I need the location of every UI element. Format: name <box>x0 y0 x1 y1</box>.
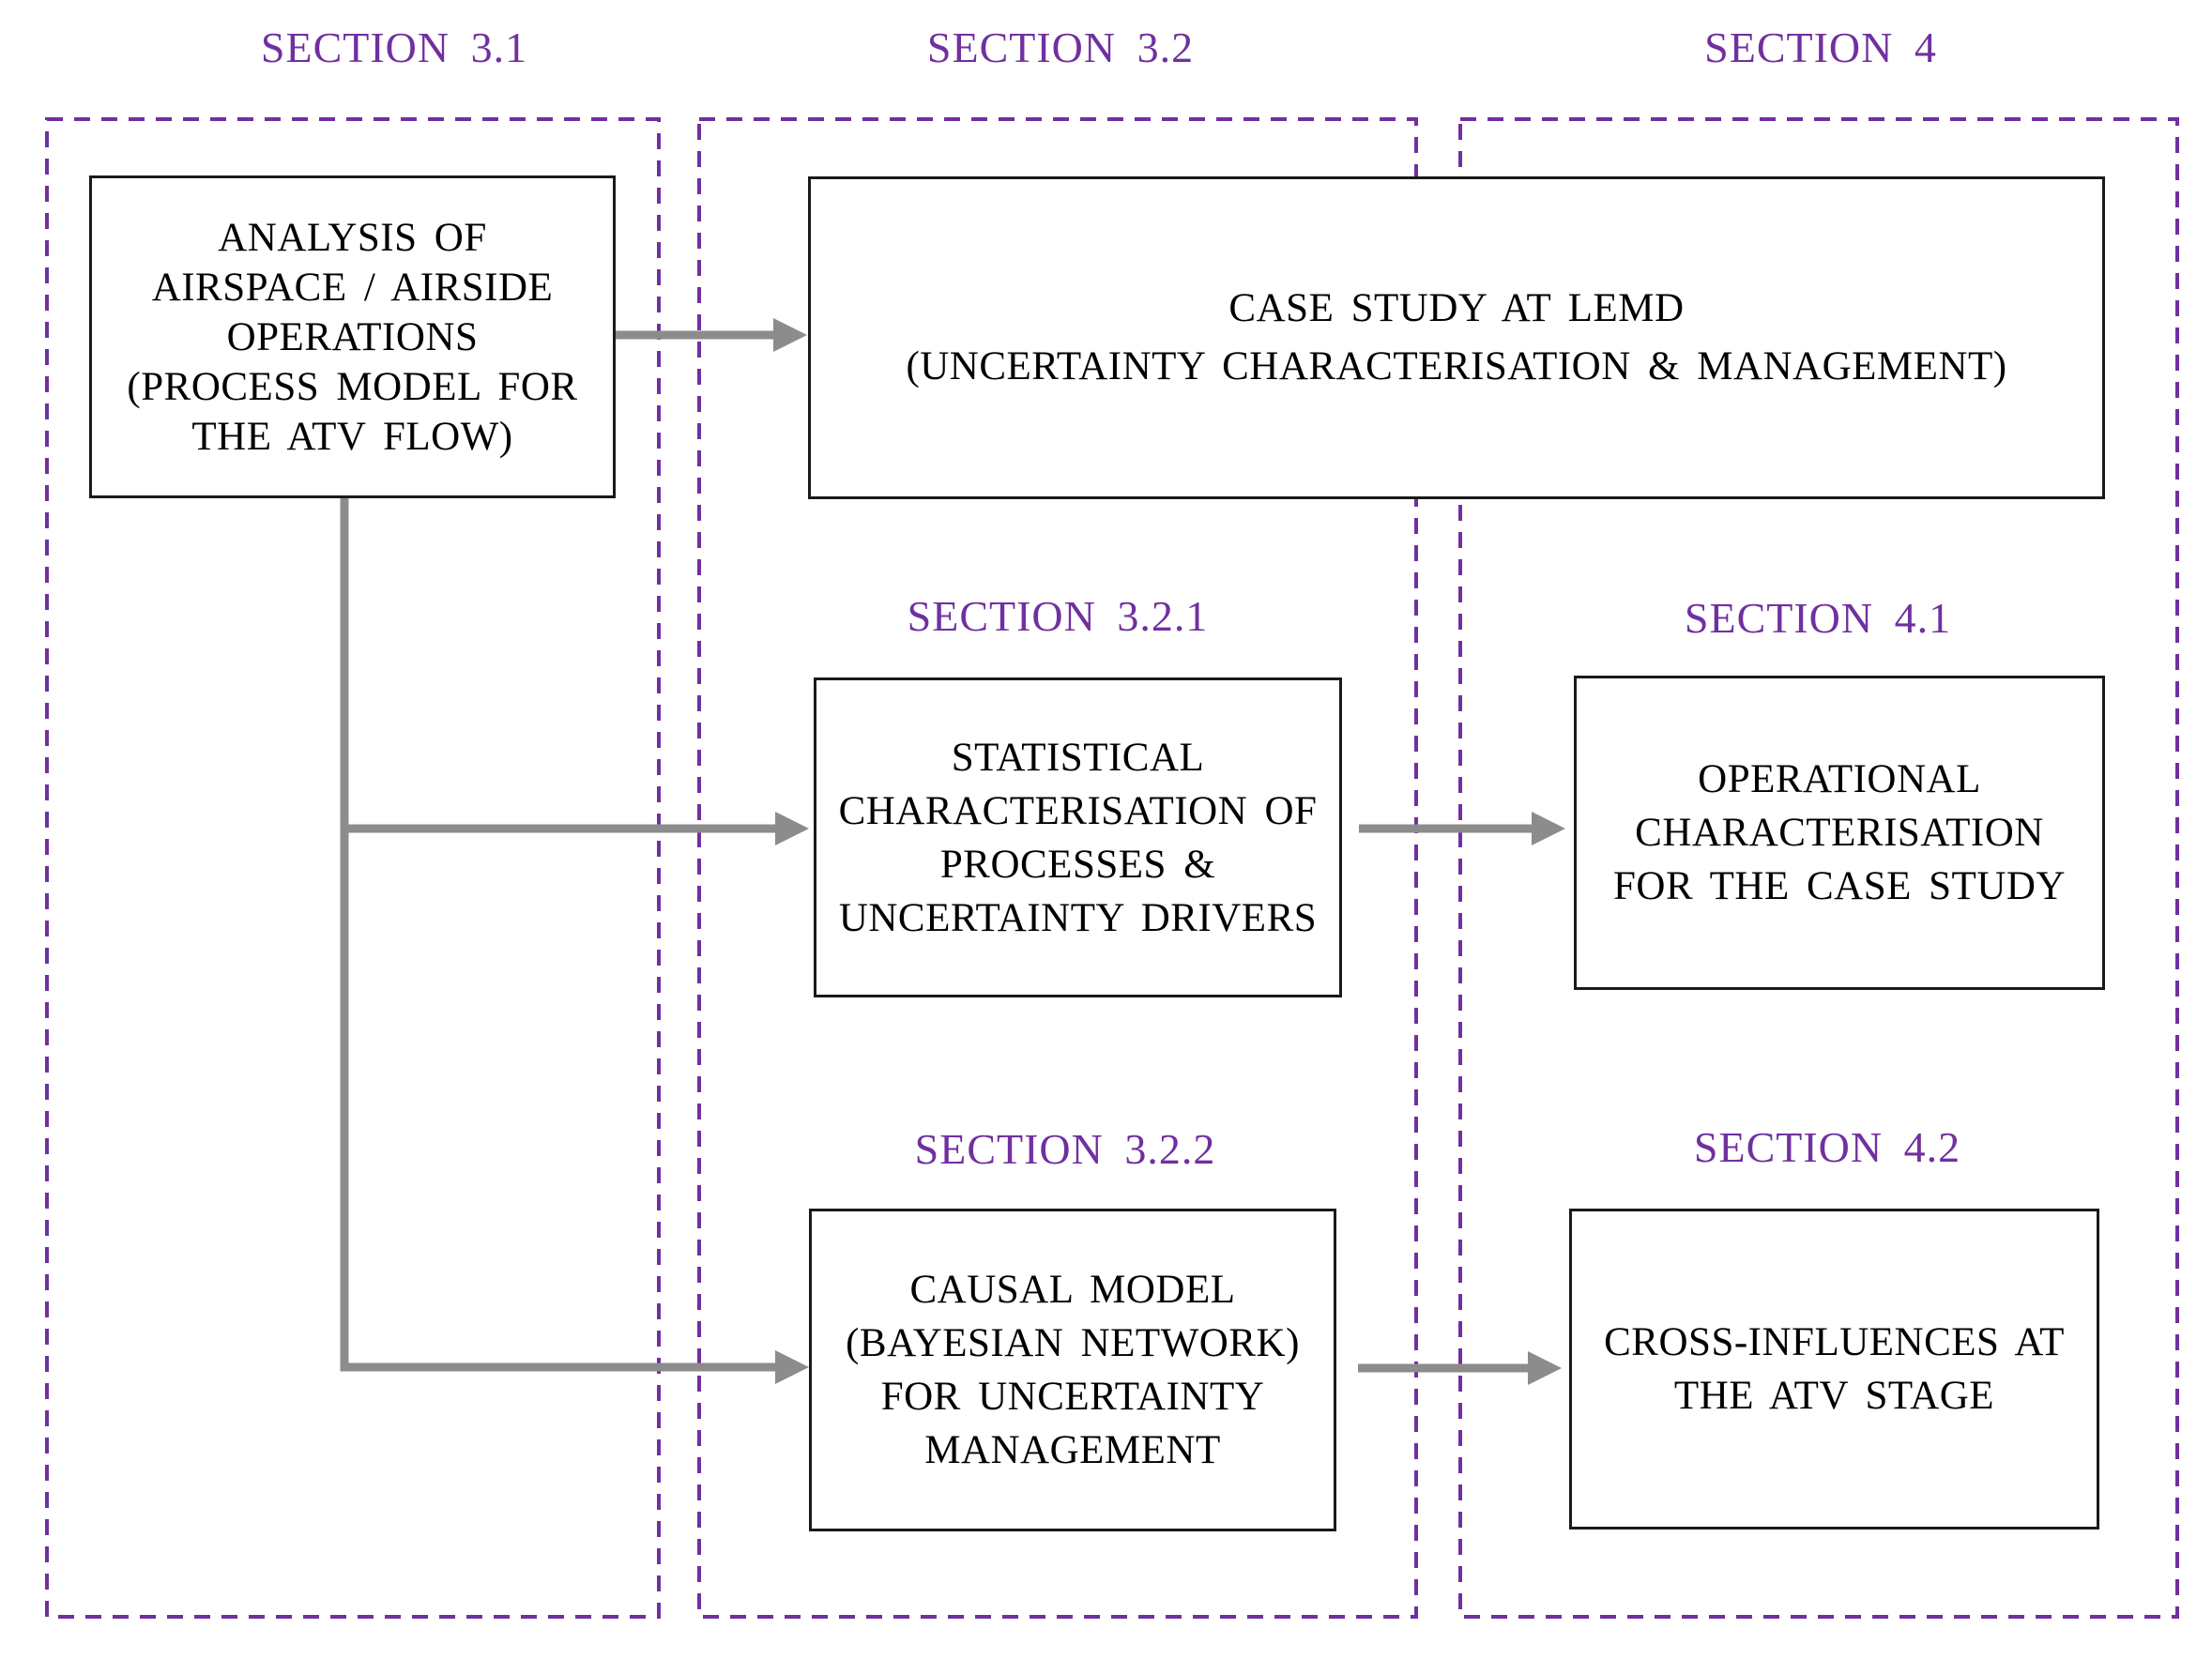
section-3-1-region <box>45 117 661 1619</box>
box-text-line: AIRSPACE / AIRSIDE <box>151 265 554 310</box>
operational-characterisation-box: OPERATIONAL CHARACTERISATION FOR THE CAS… <box>1574 676 2105 990</box>
box-text-line: (UNCERTAINTY CHARACTERISATION & MANAGEME… <box>906 344 2007 388</box>
section-4-1-header: SECTION 4.1 <box>1684 594 1952 642</box>
section-3-2-1-header: SECTION 3.2.1 <box>907 592 1209 640</box>
section-4-region <box>1458 117 2179 1619</box>
box-text-line: PROCESSES & <box>939 842 1216 887</box>
box-text-line: CHARACTERISATION OF <box>838 788 1318 833</box>
section-4-2-header: SECTION 4.2 <box>1693 1123 1961 1171</box>
arrowhead-operational <box>1532 812 1565 845</box>
arrowhead-causal <box>775 1350 809 1384</box>
cross-influences-box: CROSS-INFLUENCES AT THE ATV STAGE <box>1569 1209 2099 1530</box>
box-text-line: UNCERTAINTY DRIVERS <box>838 895 1318 940</box>
connector-trunk-to-causal <box>340 498 779 1372</box>
section-3-1-header: SECTION 3.1 <box>260 23 528 71</box>
arrowhead-cross <box>1528 1351 1562 1385</box>
analysis-of-operations-box: ANALYSIS OF AIRSPACE / AIRSIDE OPERATION… <box>89 175 616 498</box>
box-text-line: CHARACTERISATION <box>1635 811 2044 855</box>
box-text-line: CAUSAL MODEL <box>909 1268 1236 1312</box>
box-text-line: CROSS-INFLUENCES AT <box>1604 1320 2065 1364</box>
box-text-line: THE ATV STAGE <box>1673 1374 1995 1418</box>
box-text-line: CASE STUDY AT LEMD <box>1228 286 1685 330</box>
box-text-line: FOR UNCERTAINTY <box>880 1375 1265 1419</box>
box-text-line: ANALYSIS OF <box>218 215 487 260</box>
box-text-line: THE ATV FLOW) <box>191 414 513 459</box>
box-text-line: FOR THE CASE STUDY <box>1613 864 2066 908</box>
box-text-line: (PROCESS MODEL FOR <box>127 364 578 409</box>
box-text-line: OPERATIONAL <box>1698 757 1981 801</box>
causal-model-box: CAUSAL MODEL (BAYESIAN NETWORK) FOR UNCE… <box>809 1209 1336 1531</box>
section-3-2-2-header: SECTION 3.2.2 <box>914 1125 1216 1173</box>
section-4-header: SECTION 4 <box>1704 23 1937 71</box>
statistical-characterisation-box: STATISTICAL CHARACTERISATION OF PROCESSE… <box>814 677 1342 997</box>
section-3-2-region <box>697 117 1418 1619</box>
section-3-2-header: SECTION 3.2 <box>926 23 1195 71</box>
box-text-line: OPERATIONS <box>226 314 479 359</box>
arrowhead-statistical <box>775 812 809 845</box>
arrowhead-case-study <box>773 318 807 352</box>
box-text-line: MANAGEMENT <box>924 1428 1221 1472</box>
box-text-line: STATISTICAL <box>951 735 1205 780</box>
box-text-line: (BAYESIAN NETWORK) <box>846 1321 1300 1365</box>
case-study-lemd-box: CASE STUDY AT LEMD (UNCERTAINTY CHARACTE… <box>808 176 2105 499</box>
